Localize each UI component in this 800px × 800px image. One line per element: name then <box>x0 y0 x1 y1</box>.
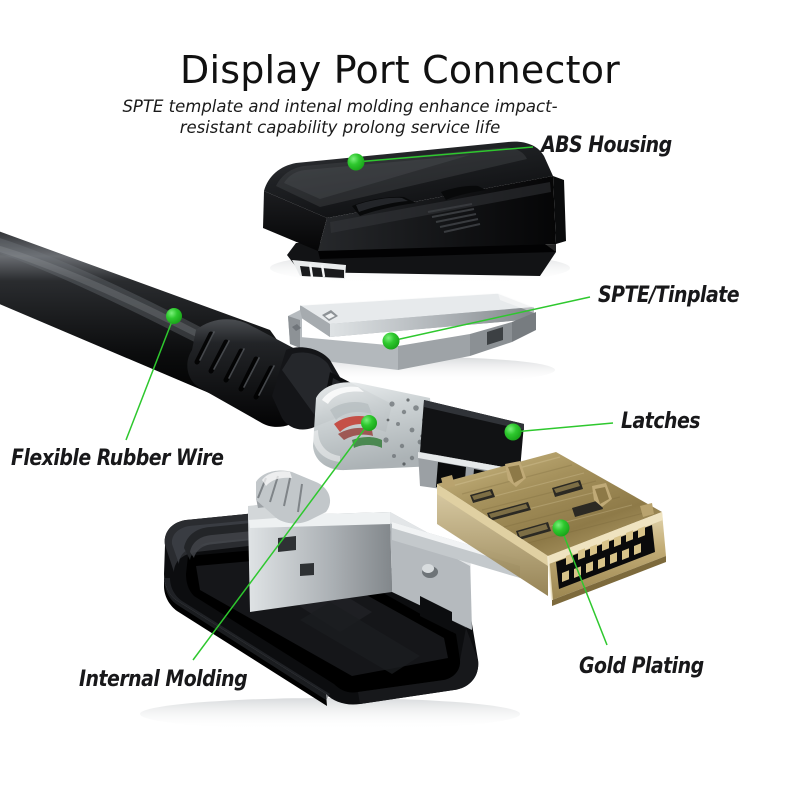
page-title: Display Port Connector <box>180 48 620 92</box>
page-subtitle: SPTE template and intenal molding enhanc… <box>122 97 558 137</box>
callout-label-abs-housing: ABS Housing <box>541 133 672 158</box>
callout-label-flexible-rubber-wire: Flexible Rubber Wire <box>11 446 224 471</box>
callout-dot-spte-tinplate <box>382 332 400 350</box>
callout-dot-internal-molding <box>361 415 377 431</box>
callout-label-internal-molding: Internal Molding <box>79 667 248 692</box>
leader-line-gold-plating <box>560 527 608 646</box>
part-gold-plating <box>437 452 666 606</box>
leader-line-spte-tinplate <box>390 296 591 342</box>
callout-label-latches: Latches <box>621 409 701 434</box>
leader-line-internal-molding <box>192 422 370 661</box>
callout-label-gold-plating: Gold Plating <box>579 654 704 679</box>
part-abs-housing <box>263 141 570 284</box>
callout-dot-latches <box>504 423 522 441</box>
callout-dots <box>166 153 570 537</box>
part-spte-tinplate <box>285 292 555 383</box>
callout-dot-gold-plating <box>552 519 570 537</box>
callout-dot-abs-housing <box>347 153 365 171</box>
leader-line-latches <box>512 422 614 433</box>
leader-line-abs-housing <box>355 146 534 163</box>
leader-line-flexible-rubber-wire <box>125 315 175 441</box>
callout-dot-flexible-rubber-wire <box>166 308 182 324</box>
callout-leaders <box>125 146 614 661</box>
callout-label-spte-tinplate: SPTE/Tinplate <box>598 283 740 308</box>
